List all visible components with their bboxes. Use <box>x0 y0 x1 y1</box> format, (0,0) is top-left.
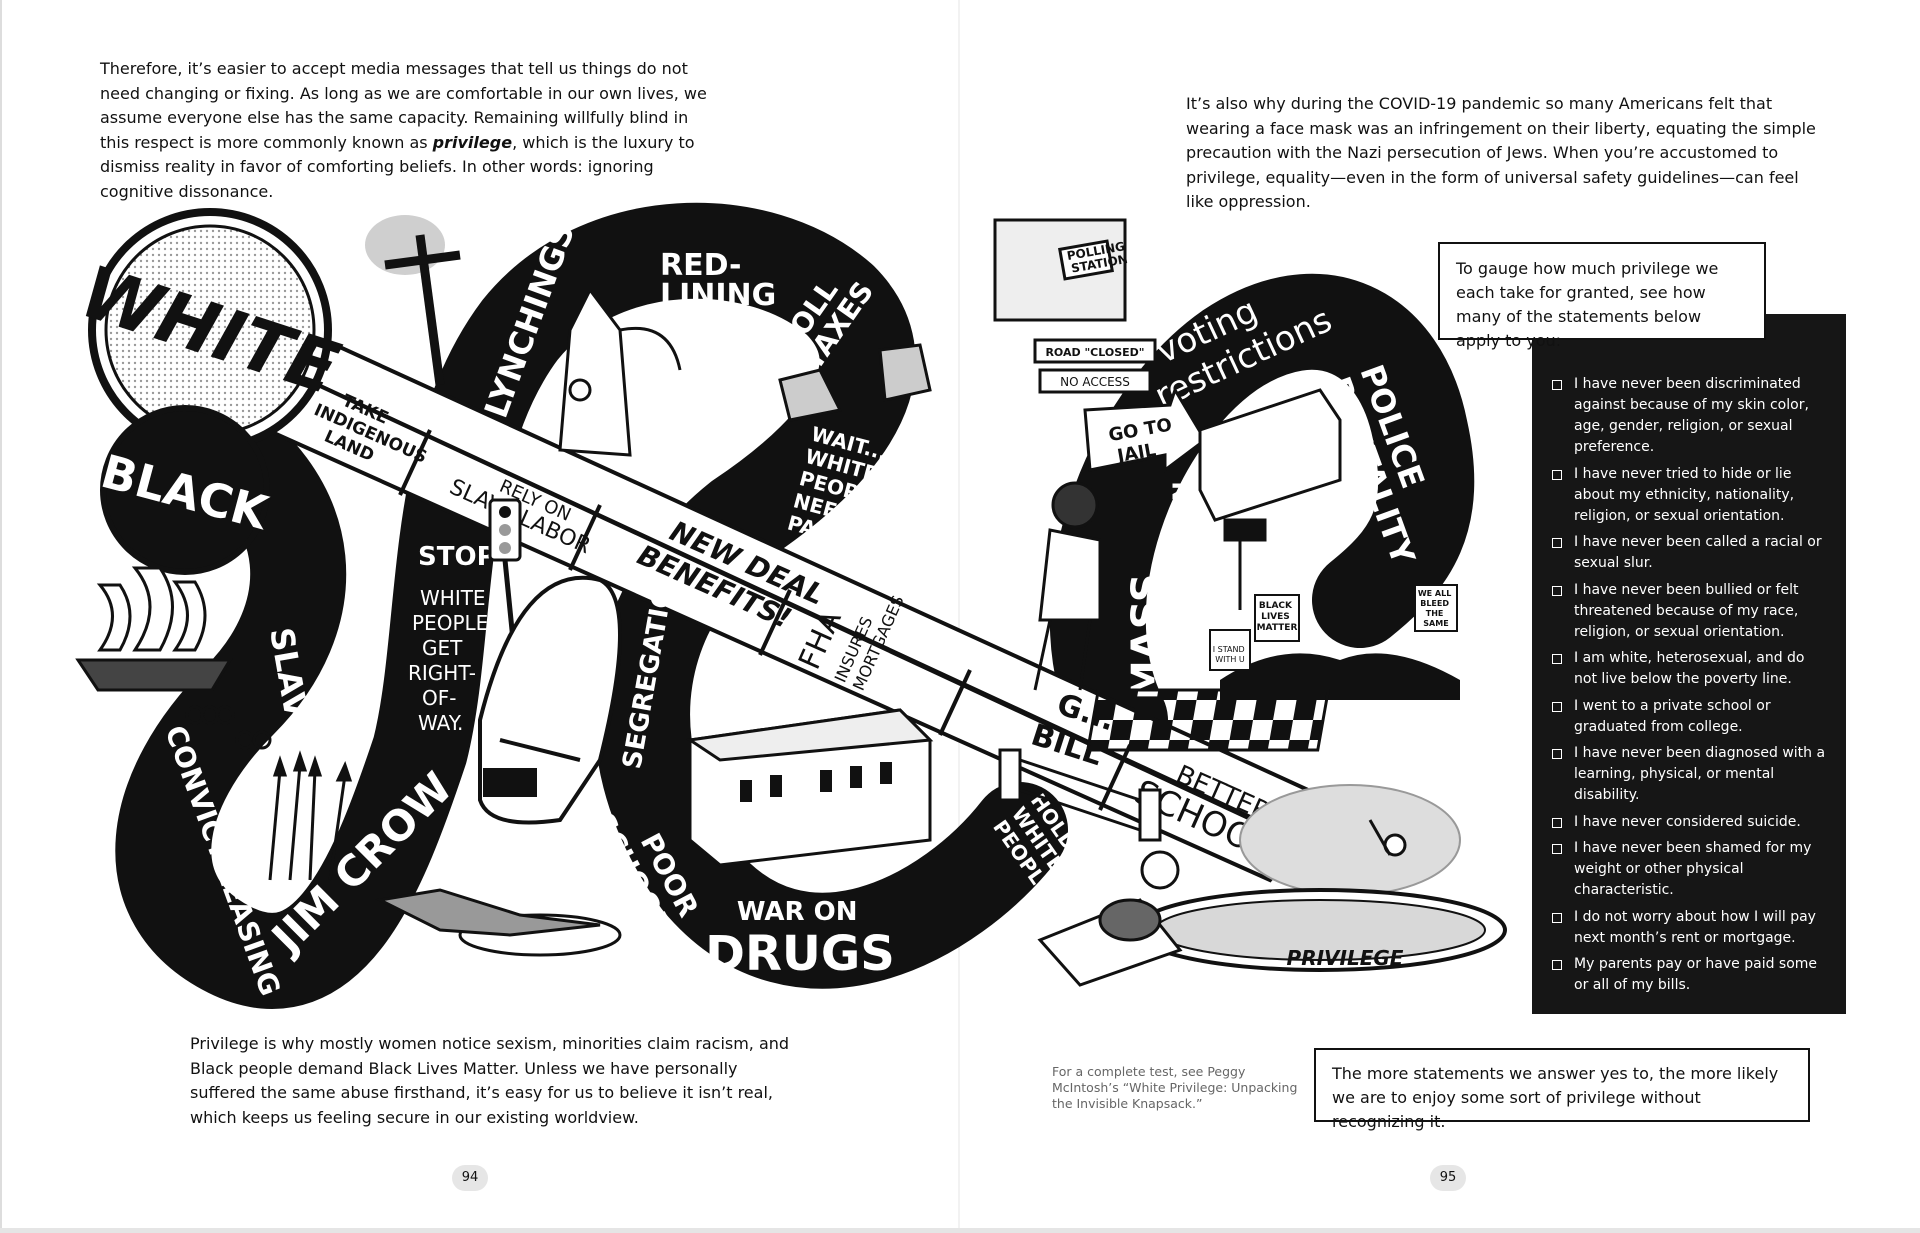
burning-cross-icon <box>365 215 461 386</box>
alligator-icon <box>375 888 622 957</box>
shackles-icon <box>185 705 272 750</box>
checkbox-icon <box>1552 701 1562 712</box>
mass-incarceration-label: MASS INCARCERATION <box>1124 481 1196 700</box>
lounging-man-icon <box>1037 850 1183 987</box>
stand-sign: I STAND WITH U <box>1213 645 1247 664</box>
checkbox-icon <box>1552 960 1562 970</box>
school-building-icon <box>685 708 934 867</box>
checklist-item[interactable]: I have never been diagnosed with a learn… <box>1552 743 1828 806</box>
stop-sub-label: WHITE PEOPLE GET RIGHT- OF- WAY. <box>408 586 495 735</box>
checklist-item[interactable]: I have never been called a racial or sex… <box>1552 532 1828 574</box>
redlining-label: RED- LINING <box>660 248 776 313</box>
black-start-circle: BLACK <box>96 405 276 575</box>
black-path-track <box>115 202 1475 1009</box>
privilege-pool-icon: PRIVILEGE <box>1133 888 1507 972</box>
polling-station-icon: POLLING STATION ROAD "CLOSED" NO ACCESS <box>993 218 1157 394</box>
intro-paragraph-right: It’s also why during the COVID-19 pandem… <box>1186 94 1816 211</box>
bleed-sign: WE ALL BLEED THE SAME <box>1418 589 1454 628</box>
broken-wall-icon <box>778 343 932 422</box>
checklist-item[interactable]: My parents pay or have paid some or all … <box>1552 954 1828 996</box>
book-spine <box>958 0 960 1228</box>
ship-icon <box>75 566 233 692</box>
hooded-figure-icon <box>558 287 682 457</box>
privilege-checklist: I have never been discriminated against … <box>1532 314 1846 1014</box>
diving-boy-icon <box>1368 819 1407 857</box>
privilege-pool-label: PRIVILEGE <box>1287 946 1404 970</box>
page-number-left: 94 <box>452 1165 488 1191</box>
checkbox-icon <box>1552 654 1562 664</box>
intro-paragraph-left: Therefore, it’s easier to accept media m… <box>100 59 707 201</box>
page-bottom-edge <box>0 1228 1920 1233</box>
closing-paragraph-left: Privilege is why mostly women notice sex… <box>190 1034 790 1127</box>
checkbox-icon <box>1552 844 1562 854</box>
stop-label: STOP <box>418 542 496 572</box>
spears-icon <box>268 750 353 881</box>
checklist-item[interactable]: I went to a private school or graduated … <box>1552 696 1828 738</box>
bushes-icon <box>1239 784 1461 896</box>
wait-label: WAIT... WHITE PEOPLE NEED TO PASS <box>785 422 917 561</box>
go-to-jail-arrow: GO TO JAIL <box>1083 386 1207 473</box>
checklist-item[interactable]: I have never been bullied or felt threat… <box>1552 580 1828 643</box>
go-to-jail-label: GO TO JAIL <box>1107 413 1184 468</box>
prison-icon <box>1198 388 1342 610</box>
checklist-item[interactable]: I do not worry about how I will pay next… <box>1552 907 1828 949</box>
checkbox-icon <box>1552 912 1562 923</box>
gate-icon <box>998 748 1162 842</box>
checkbox-icon <box>1552 469 1562 480</box>
standing-man-icon <box>1033 481 1102 691</box>
road-closed-sign: ROAD "CLOSED" <box>1045 346 1144 359</box>
checkbox-icon <box>1552 817 1562 828</box>
gauge-prompt-box: To gauge how much privilege we each take… <box>1438 242 1766 350</box>
page-number-right: 95 <box>1430 1165 1466 1191</box>
checklist-item[interactable]: I am white, heterosexual, and do not liv… <box>1552 648 1828 690</box>
checkbox-icon <box>1552 585 1562 596</box>
white-start-circle: WHITE <box>71 208 349 452</box>
protest-crowd-icon: BLACK LIVES MATTER I STAND WITH U WE ALL… <box>1085 584 1460 752</box>
checkbox-icon <box>1552 380 1562 390</box>
bus-icon <box>478 575 622 825</box>
checkbox-icon <box>1552 749 1562 759</box>
emphasis-privilege: privilege <box>432 132 513 152</box>
checklist-item[interactable]: I have never considered suicide. <box>1552 812 1828 833</box>
checklist-item[interactable]: I have never been discriminated against … <box>1552 374 1828 458</box>
no-access-sign: NO ACCESS <box>1060 375 1130 389</box>
footnote: For a complete test, see Peggy McIntosh’… <box>1052 1064 1298 1111</box>
checkbox-icon <box>1552 538 1562 548</box>
checklist-item[interactable]: I have never been shamed for my weight o… <box>1552 838 1828 901</box>
war-on-drugs-label: WAR ON DRUGS <box>705 897 895 982</box>
checklist-item[interactable]: I have never tried to hide or lie about … <box>1552 464 1828 527</box>
conclusion-box: The more statements we answer yes to, th… <box>1314 1048 1810 1131</box>
blm-sign: BLACK LIVES MATTER <box>1257 601 1298 633</box>
